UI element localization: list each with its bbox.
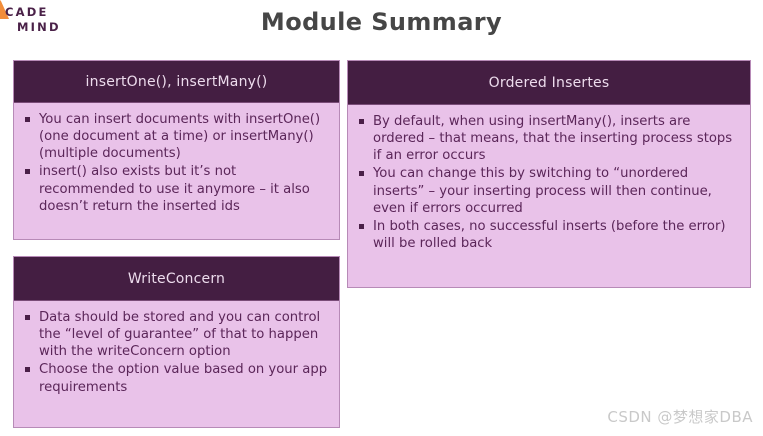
card-header-ordered-insertes: Ordered Insertes — [348, 61, 750, 105]
list-item: By default, when using insertMany(), ins… — [356, 113, 740, 164]
logo-text-line2: MIND — [17, 20, 61, 34]
card-header-insert-one-many: insertOne(), insertMany() — [14, 61, 339, 103]
card-write-concern: WriteConcern Data should be stored and y… — [13, 256, 340, 428]
list-item: Choose the option value based on your ap… — [22, 361, 329, 395]
logo-text-line1: CADE — [5, 5, 49, 19]
page-title: Module Summary — [260, 8, 503, 36]
academind-logo: CADE MIND — [0, 0, 86, 38]
card-insert-one-many: insertOne(), insertMany() You can insert… — [13, 60, 340, 240]
list-item: Data should be stored and you can contro… — [22, 309, 329, 360]
list-item: You can change this by switching to “uno… — [356, 165, 740, 216]
list-item: You can insert documents with insertOne(… — [22, 111, 329, 162]
card-body-write-concern: Data should be stored and you can contro… — [14, 301, 339, 405]
logo-triangle-icon — [0, 0, 9, 19]
list-item: insert() also exists but it’s not recomm… — [22, 163, 329, 214]
card-ordered-insertes: Ordered Insertes By default, when using … — [347, 60, 751, 288]
csdn-watermark: CSDN @梦想家DBA — [607, 408, 753, 426]
bullet-list-insert-one-many: You can insert documents with insertOne(… — [22, 111, 329, 215]
card-header-write-concern: WriteConcern — [14, 257, 339, 301]
card-body-ordered-insertes: By default, when using insertMany(), ins… — [348, 105, 750, 261]
list-item: In both cases, no successful inserts (be… — [356, 218, 740, 252]
bullet-list-ordered-insertes: By default, when using insertMany(), ins… — [356, 113, 740, 252]
card-body-insert-one-many: You can insert documents with insertOne(… — [14, 103, 339, 224]
bullet-list-write-concern: Data should be stored and you can contro… — [22, 309, 329, 396]
